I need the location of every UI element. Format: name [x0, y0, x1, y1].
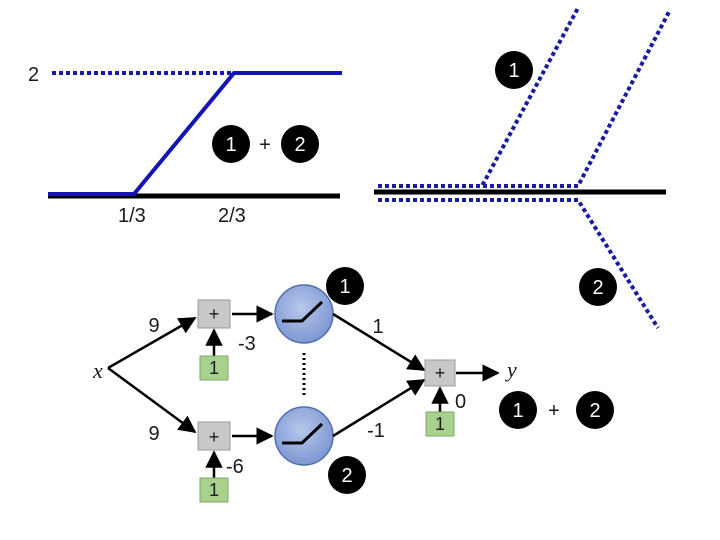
bias-label-output: 0	[455, 391, 466, 413]
badge-1	[212, 125, 250, 163]
dotted-curve-3	[378, 198, 660, 330]
input-variable-x: x	[92, 358, 103, 383]
edge-bottom-relu-to-output	[332, 378, 426, 438]
weight-label-bottom-output: -1	[367, 420, 385, 442]
badge-2	[281, 125, 319, 163]
edge-input-to-bottom-sum	[107, 366, 197, 434]
bias-box-top	[199, 355, 229, 381]
weight-label-bottom-input: 9	[148, 423, 159, 445]
badge-1	[499, 391, 537, 429]
badge-2	[579, 268, 617, 306]
badge-2-label: 2	[589, 400, 600, 422]
badge-2	[328, 456, 366, 494]
x-tick-one-third: 1/3	[118, 205, 146, 227]
top-left-plot: 2 1/3 2/3 1 + 2	[28, 64, 342, 227]
badge-2	[576, 391, 614, 429]
badge-1-label: 1	[508, 60, 519, 82]
relu-icon	[282, 300, 324, 323]
badge-1-label: 1	[225, 134, 236, 156]
y-value-label: 2	[28, 64, 39, 86]
bias-box-bottom	[199, 477, 229, 503]
output-variable-y: y	[505, 357, 517, 382]
badge-1	[495, 51, 533, 89]
bottom-right-equation: 1 + 2	[499, 391, 614, 429]
top-right-plot: 1 2	[374, 7, 672, 330]
x-tick-two-thirds: 2/3	[218, 205, 246, 227]
weight-label-top-output: 1	[372, 316, 383, 338]
relu-icon	[282, 422, 324, 445]
bias-label-top: -3	[238, 333, 256, 355]
weight-label-top-input: 9	[148, 315, 159, 337]
sum-node-output-symbol: +	[435, 363, 446, 383]
badge-2-label: 2	[294, 134, 305, 156]
badge-2-label: 2	[592, 277, 603, 299]
bias-label-bottom: -6	[226, 456, 244, 478]
sum-node-top-symbol: +	[209, 304, 220, 324]
edge-input-to-top-sum	[107, 316, 197, 370]
badge-1	[326, 267, 364, 305]
sum-node-output	[424, 359, 456, 387]
relu-node-bottom	[274, 406, 334, 466]
badge-1-label: 1	[512, 400, 523, 422]
bias-box-top-label: 1	[209, 358, 219, 378]
piecewise-function-curve	[48, 71, 342, 196]
dotted-curve-1	[378, 7, 580, 188]
sum-node-top	[197, 299, 231, 329]
badge-1-label: 1	[339, 276, 350, 298]
badge-2-label: 2	[341, 465, 352, 487]
sum-node-bottom-symbol: +	[209, 427, 220, 447]
relu-node-top	[274, 284, 334, 344]
neural-network-diagram: x 9 9 + 1 -3 + 1 -6 1 -1	[92, 267, 517, 503]
bias-box-output	[425, 411, 455, 437]
dotted-curve-2	[378, 9, 672, 188]
edge-top-relu-to-output	[332, 312, 426, 372]
sum-node-bottom	[197, 421, 231, 451]
bias-box-output-label: 1	[435, 414, 445, 434]
bias-box-bottom-label: 1	[209, 480, 219, 500]
plus-sign: +	[548, 400, 560, 422]
plus-sign: +	[259, 134, 271, 156]
